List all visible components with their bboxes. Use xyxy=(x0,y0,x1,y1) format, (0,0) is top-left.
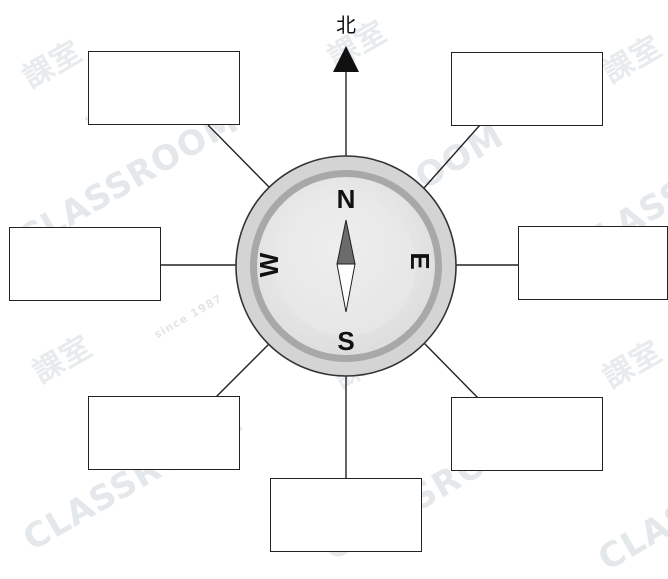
connector-line-northeast xyxy=(424,125,480,188)
answer-box-top-left[interactable] xyxy=(88,51,240,125)
compass-letter-s: S xyxy=(337,326,354,356)
answer-box-right[interactable] xyxy=(518,226,668,300)
answer-box-top-right[interactable] xyxy=(451,52,603,126)
connector-line-northwest xyxy=(208,125,270,188)
compass-letter-n: N xyxy=(337,184,356,214)
north-label: 北 xyxy=(336,13,356,37)
compass-letter-w: W xyxy=(254,252,284,277)
answer-box-bottom[interactable] xyxy=(270,478,422,552)
compass-letter-e: E xyxy=(405,252,435,269)
answer-box-bottom-right[interactable] xyxy=(451,397,603,471)
connector-line-southeast xyxy=(424,343,478,398)
compass-directions-diagram: 課室 CLASSROOM since 1987 課室 CLASSROOM sin… xyxy=(0,0,668,552)
connector-line-southwest xyxy=(215,343,270,398)
north-arrow-icon xyxy=(333,46,359,72)
answer-box-left[interactable] xyxy=(9,227,161,301)
answer-box-bottom-left[interactable] xyxy=(88,396,240,470)
